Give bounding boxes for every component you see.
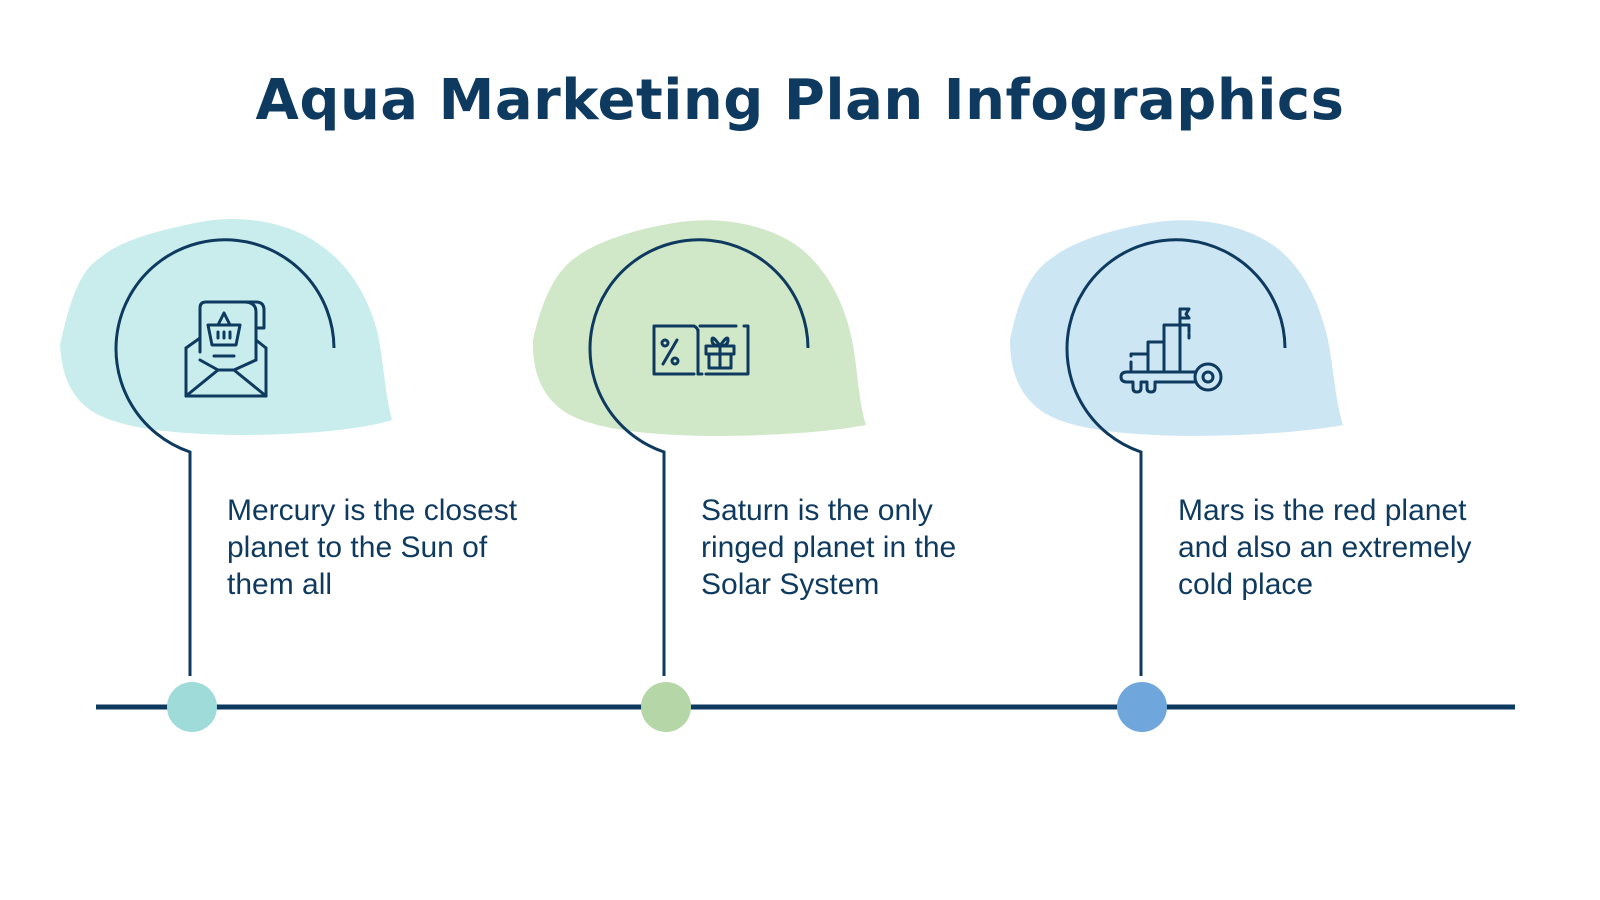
step-1-description: Mercury is the closest planet to the Sun…	[227, 494, 518, 601]
step-2-arc	[588, 238, 810, 676]
step-2-dot	[641, 682, 691, 732]
step-1	[60, 218, 392, 732]
step-2-description: Saturn is the only ringed planet in the …	[701, 494, 957, 601]
paint-blob-aqua	[60, 218, 392, 435]
email-shopping-basket-icon	[184, 300, 268, 398]
page-title: Aqua Marketing Plan Infographics	[255, 68, 1345, 133]
paint-blob-green	[532, 220, 866, 436]
step-3	[1010, 220, 1343, 732]
discount-gift-coupon-icon	[652, 324, 750, 376]
step-3-arc	[1065, 238, 1287, 676]
growth-chart-key-icon	[1119, 307, 1223, 394]
paint-blob-blue	[1010, 220, 1343, 436]
step-1-dot	[167, 682, 217, 732]
step-1-arc	[114, 238, 336, 676]
step-3-dot	[1117, 682, 1167, 732]
step-2	[532, 220, 866, 732]
step-3-description: Mars is the red planet and also an extre…	[1178, 494, 1472, 601]
